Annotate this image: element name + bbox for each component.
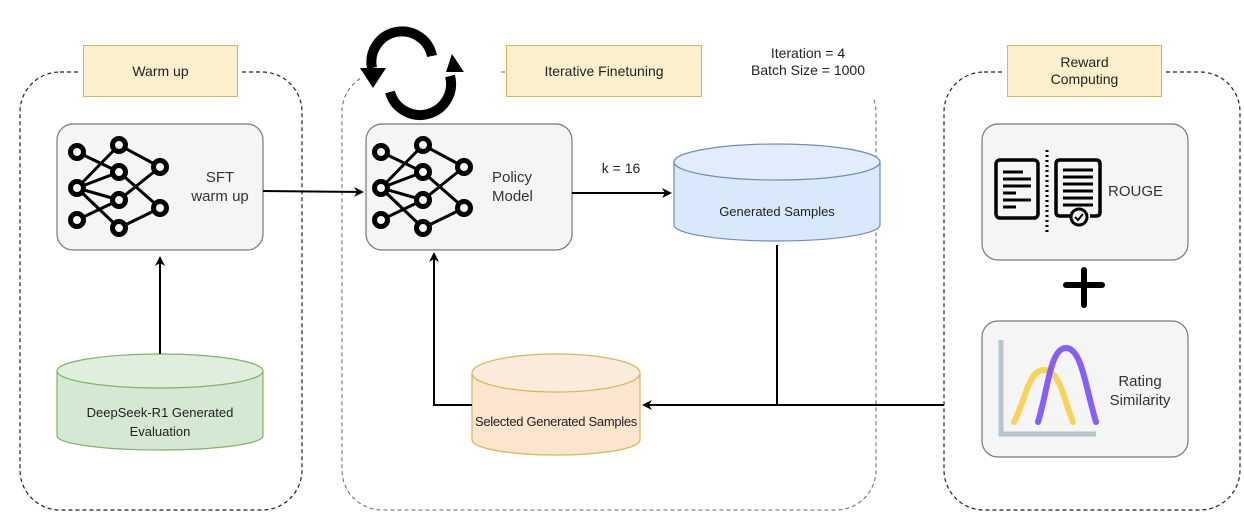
policy-neural-network-icon [372,136,473,237]
rating-label: Rating Similarity [1100,372,1180,410]
iterative-section-title: Iterative Finetuning [506,45,702,97]
iterative-title-text: Iterative Finetuning [544,62,664,79]
selected-samples-db-cylinder[interactable] [471,353,641,456]
policy-label-line: Model [492,188,533,205]
policy-card[interactable] [365,123,573,251]
sft-label: SFT warm up [180,168,260,206]
reward-section-title: Reward Computing [1007,45,1162,97]
sft-neural-network-icon [68,136,169,237]
rating-label-line: Similarity [1109,392,1171,409]
document-compare-icon [994,150,1102,232]
generated-samples-db-cylinder[interactable] [673,143,881,242]
warmup-section-title: Warm up [83,45,238,97]
batch-size: Batch Size = 1000 [750,62,866,78]
edge-selected-to-policy [429,252,472,406]
rating-label-line: Rating [1118,373,1162,390]
policy-label: Policy Model [492,168,562,206]
warmup-title-text: Warm up [132,62,189,79]
plus-icon [1063,267,1105,308]
sft-label-line: warm up [191,188,249,205]
deepseek-db-label: DeepSeek-R1 Generated Evaluation [57,403,263,441]
refresh-cycle-icon [366,26,457,121]
sft-label-line: SFT [205,169,235,186]
policy-label-line: Policy [492,169,533,186]
edge-generated-to-selected [642,245,778,410]
generated-samples-label: Generated Samples [719,204,835,219]
deepseek-db-line: Evaluation [129,424,191,439]
selected-samples-label: Selected Generated Samples [474,414,638,429]
reward-title-line: Computing [1050,71,1119,87]
reward-title-line: Reward [1060,54,1109,70]
edge-sft-to-policy [262,186,364,197]
iteration-count: Iteration = 4 [770,45,846,61]
distribution-curves-icon [998,340,1099,437]
deepseek-db-cylinder[interactable] [56,353,264,451]
iteration-params: Iteration = 4 Batch Size = 1000 [718,45,898,79]
rouge-label: ROUGE [1108,183,1164,200]
deepseek-db-line: DeepSeek-R1 Generated [86,405,234,420]
k-edge-label: k = 16 [601,160,641,176]
